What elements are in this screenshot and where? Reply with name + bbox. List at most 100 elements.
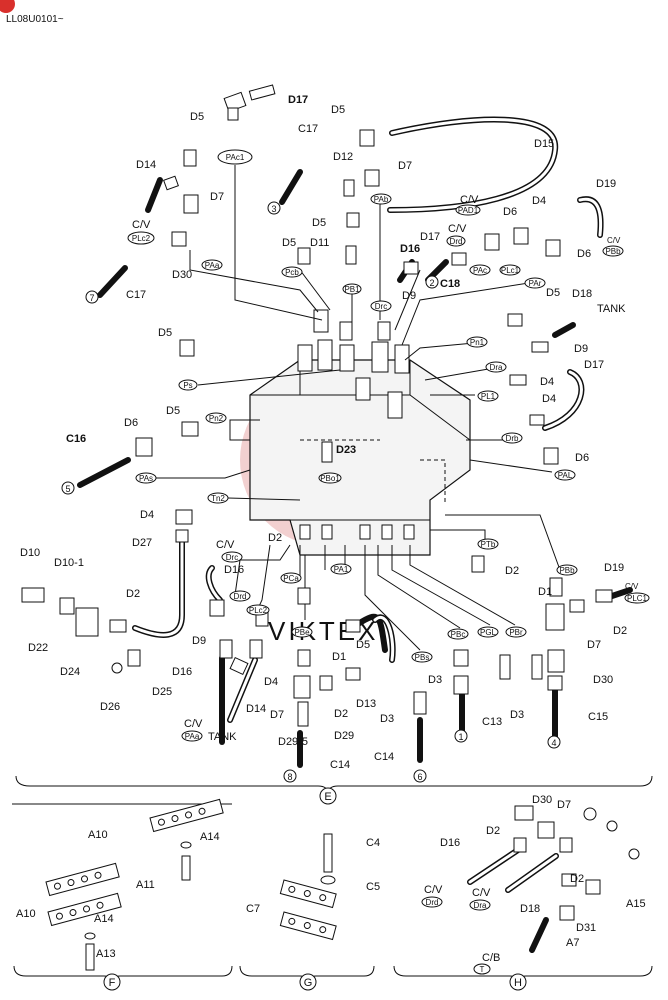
label-plc1-b: PLC1 (627, 594, 648, 603)
label-pbo1: PBo1 (320, 474, 340, 483)
label-tank-a: TANK (597, 303, 626, 315)
label-plc2-b: PLc2 (249, 606, 268, 615)
label-d30-c: D30 (532, 794, 552, 806)
label-d5-g: D5 (356, 639, 370, 651)
label-d6-d: D6 (575, 452, 589, 464)
label-c18: C18 (440, 278, 460, 290)
label-paa: PAa (205, 261, 220, 270)
fittings (21, 84, 613, 727)
label-d5-b: D5 (331, 104, 345, 116)
label-dra-h: Dra (474, 901, 487, 910)
label-c5: C5 (366, 881, 380, 893)
label-d5-e2: D5 (282, 237, 296, 249)
label-cv-paa: C/V (184, 718, 203, 730)
label-tn2: Tn2 (211, 494, 225, 503)
label-d17-top: D17 (288, 94, 308, 106)
label-plc2-a: PLc2 (132, 234, 151, 243)
label-c16: C16 (66, 433, 86, 445)
label-pn2: Pn2 (209, 414, 224, 423)
label-pab: PAb (374, 195, 389, 204)
label-d16-b: D16 (224, 564, 244, 576)
section-e-brace: E (15, 775, 653, 805)
label-d2-e: D2 (334, 708, 348, 720)
label-cv-pad1: C/V (460, 194, 479, 206)
label-pcb: Pcb (285, 268, 299, 277)
label-d4-e: D4 (264, 676, 278, 688)
label-pal: PAL (558, 471, 573, 480)
label-d14: D14 (136, 159, 156, 171)
label-d9-c: D9 (192, 635, 206, 647)
label-d3-b: D3 (380, 713, 394, 725)
label-pac1: PAc1 (226, 153, 245, 162)
panel-f: A10 A14 A11 A10 A14 A13 F (12, 798, 233, 991)
label-drb: Drb (506, 434, 519, 443)
label-d30-b: D30 (593, 674, 613, 686)
circled-number-2: 2 (429, 278, 434, 288)
label-a7: A7 (566, 937, 579, 949)
label-d11: D11 (310, 237, 329, 249)
label-cv-pbb: C/V (607, 236, 621, 245)
label-d6-c: D6 (124, 417, 138, 429)
label-pn1: Pn1 (470, 338, 485, 347)
label-d10-1: D10-1 (54, 557, 84, 569)
circled-number-6: 6 (417, 772, 422, 782)
panel-h: D30 D7 D16 D2 D2 C/V Drd C/V Dra D18 A15… (393, 794, 653, 991)
label-d5-e: D5 (158, 327, 172, 339)
label-d2-h2: D2 (570, 873, 584, 885)
label-d5-a: D5 (190, 111, 204, 123)
label-d3-c: D3 (510, 709, 524, 721)
label-d17-b: D17 (420, 231, 440, 243)
label-d15: D15 (534, 138, 554, 150)
label-pbc: PBc (451, 630, 466, 639)
label-par: PAr (529, 279, 542, 288)
circled-number-4: 4 (551, 738, 556, 748)
label-paa-b: PAa (185, 732, 200, 741)
label-a15: A15 (626, 898, 646, 910)
label-cv-drd: C/V (448, 223, 467, 235)
label-d16-a: D16 (400, 243, 420, 255)
circled-number-5: 5 (65, 484, 70, 494)
label-pbe: PBe (294, 628, 310, 637)
label-pbb: PBb (605, 247, 621, 256)
label-drc-b: Drc (226, 553, 238, 562)
label-d16-c: D16 (172, 666, 192, 678)
label-pl1: PL1 (481, 392, 496, 401)
label-d2-a: D2 (268, 532, 282, 544)
label-a11: A11 (136, 879, 155, 891)
label-d5-d: D5 (546, 287, 560, 299)
label-a14-b: A14 (94, 913, 114, 925)
label-cv-drd-h: C/V (424, 884, 443, 896)
label-c17-b: C17 (126, 289, 146, 301)
circled-number-1: 1 (458, 732, 463, 742)
label-d29: D29 (334, 730, 354, 742)
label-d7-a: D7 (398, 160, 412, 172)
label-d17-c: D17 (584, 359, 604, 371)
label-d14-b: D14 (246, 703, 266, 715)
label-d19-b: D19 (604, 562, 624, 574)
circled-number-3: 3 (271, 204, 276, 214)
label-d4-d: D4 (140, 509, 154, 521)
label-pad1: PAD1 (458, 206, 479, 215)
label-d24: D24 (60, 666, 80, 678)
control-valve-body (249, 309, 471, 556)
label-cv-plc2-a: C/V (132, 219, 151, 231)
label-d4-a: D4 (532, 195, 546, 207)
label-d9-b: D9 (574, 343, 588, 355)
label-d7-d: D7 (270, 709, 284, 721)
hoses (77, 116, 633, 768)
label-d7-c: D7 (587, 639, 601, 651)
label-d4-b: D4 (540, 376, 554, 388)
label-d16-h: D16 (440, 837, 460, 849)
circled-numbers: 3 7 2 5 1 4 8 6 (61, 201, 561, 783)
label-pas: PAs (139, 474, 153, 483)
label-pbr: PBr (509, 628, 523, 637)
part-labels: D17 D5 PAc1 C17 D14 D12 D5 D7 D15 D7 C/V… (20, 94, 650, 771)
label-d18-h: D18 (520, 903, 540, 915)
label-d7-b: D7 (210, 191, 224, 203)
label-d29-5: D29-5 (278, 736, 308, 748)
label-d22: D22 (28, 642, 48, 654)
label-c14-b: C14 (374, 751, 394, 763)
label-d9-a: D9 (402, 290, 416, 302)
label-d5-c: D5 (312, 217, 326, 229)
